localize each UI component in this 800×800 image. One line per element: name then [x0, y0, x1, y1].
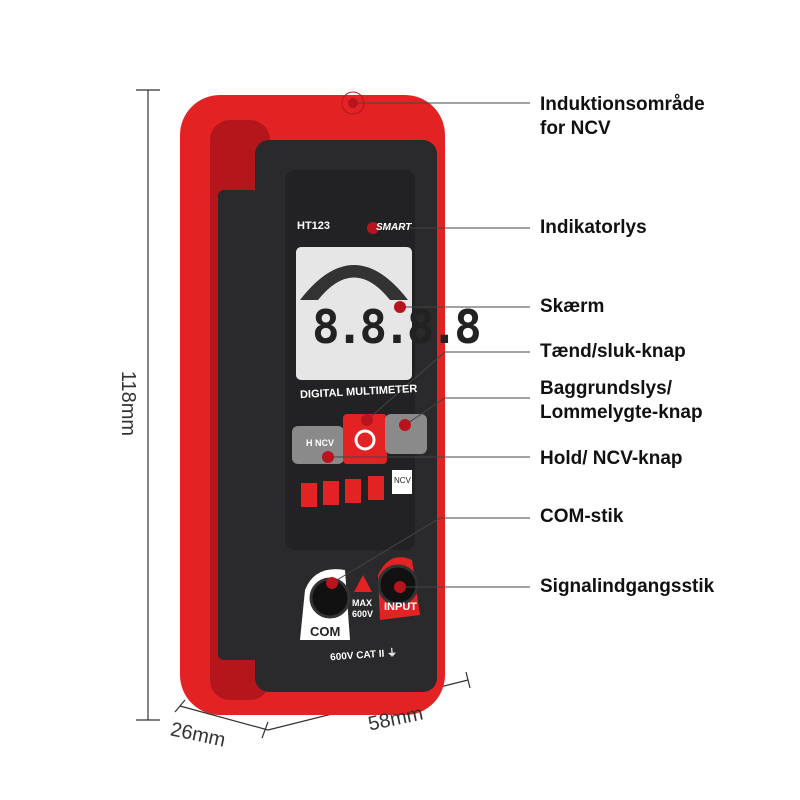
ncv-key-label: NCV [394, 476, 411, 485]
brand-label: SMART [376, 222, 412, 233]
com-label: COM [310, 624, 341, 639]
callout-power: Tænd/sluk-knap [540, 341, 686, 362]
model-label: HT123 [297, 220, 331, 232]
max-label: MAX 600V [352, 598, 374, 619]
backlight-button [385, 414, 427, 454]
callout-screen: Skærm [540, 296, 605, 317]
callout-com: COM-stik [540, 506, 624, 527]
callout-indicator: Indikatorlys [540, 217, 647, 238]
callout-lines [328, 102, 530, 588]
height-dimension: 118mm [117, 370, 140, 437]
lcd-digits: 8.8.8.8 [312, 300, 482, 354]
callout-dots [322, 91, 411, 593]
hold-ncv-label: H NCV [306, 438, 335, 448]
callout-backlight: Baggrundslys/Lommelygte-knap [540, 378, 703, 423]
callout-input: Signalindgangsstik [540, 576, 715, 597]
mode-indicators [301, 470, 412, 507]
input-label: INPUT [384, 601, 417, 613]
power-button [343, 414, 387, 464]
callout-hold-ncv: Hold/ NCV-knap [540, 448, 683, 469]
